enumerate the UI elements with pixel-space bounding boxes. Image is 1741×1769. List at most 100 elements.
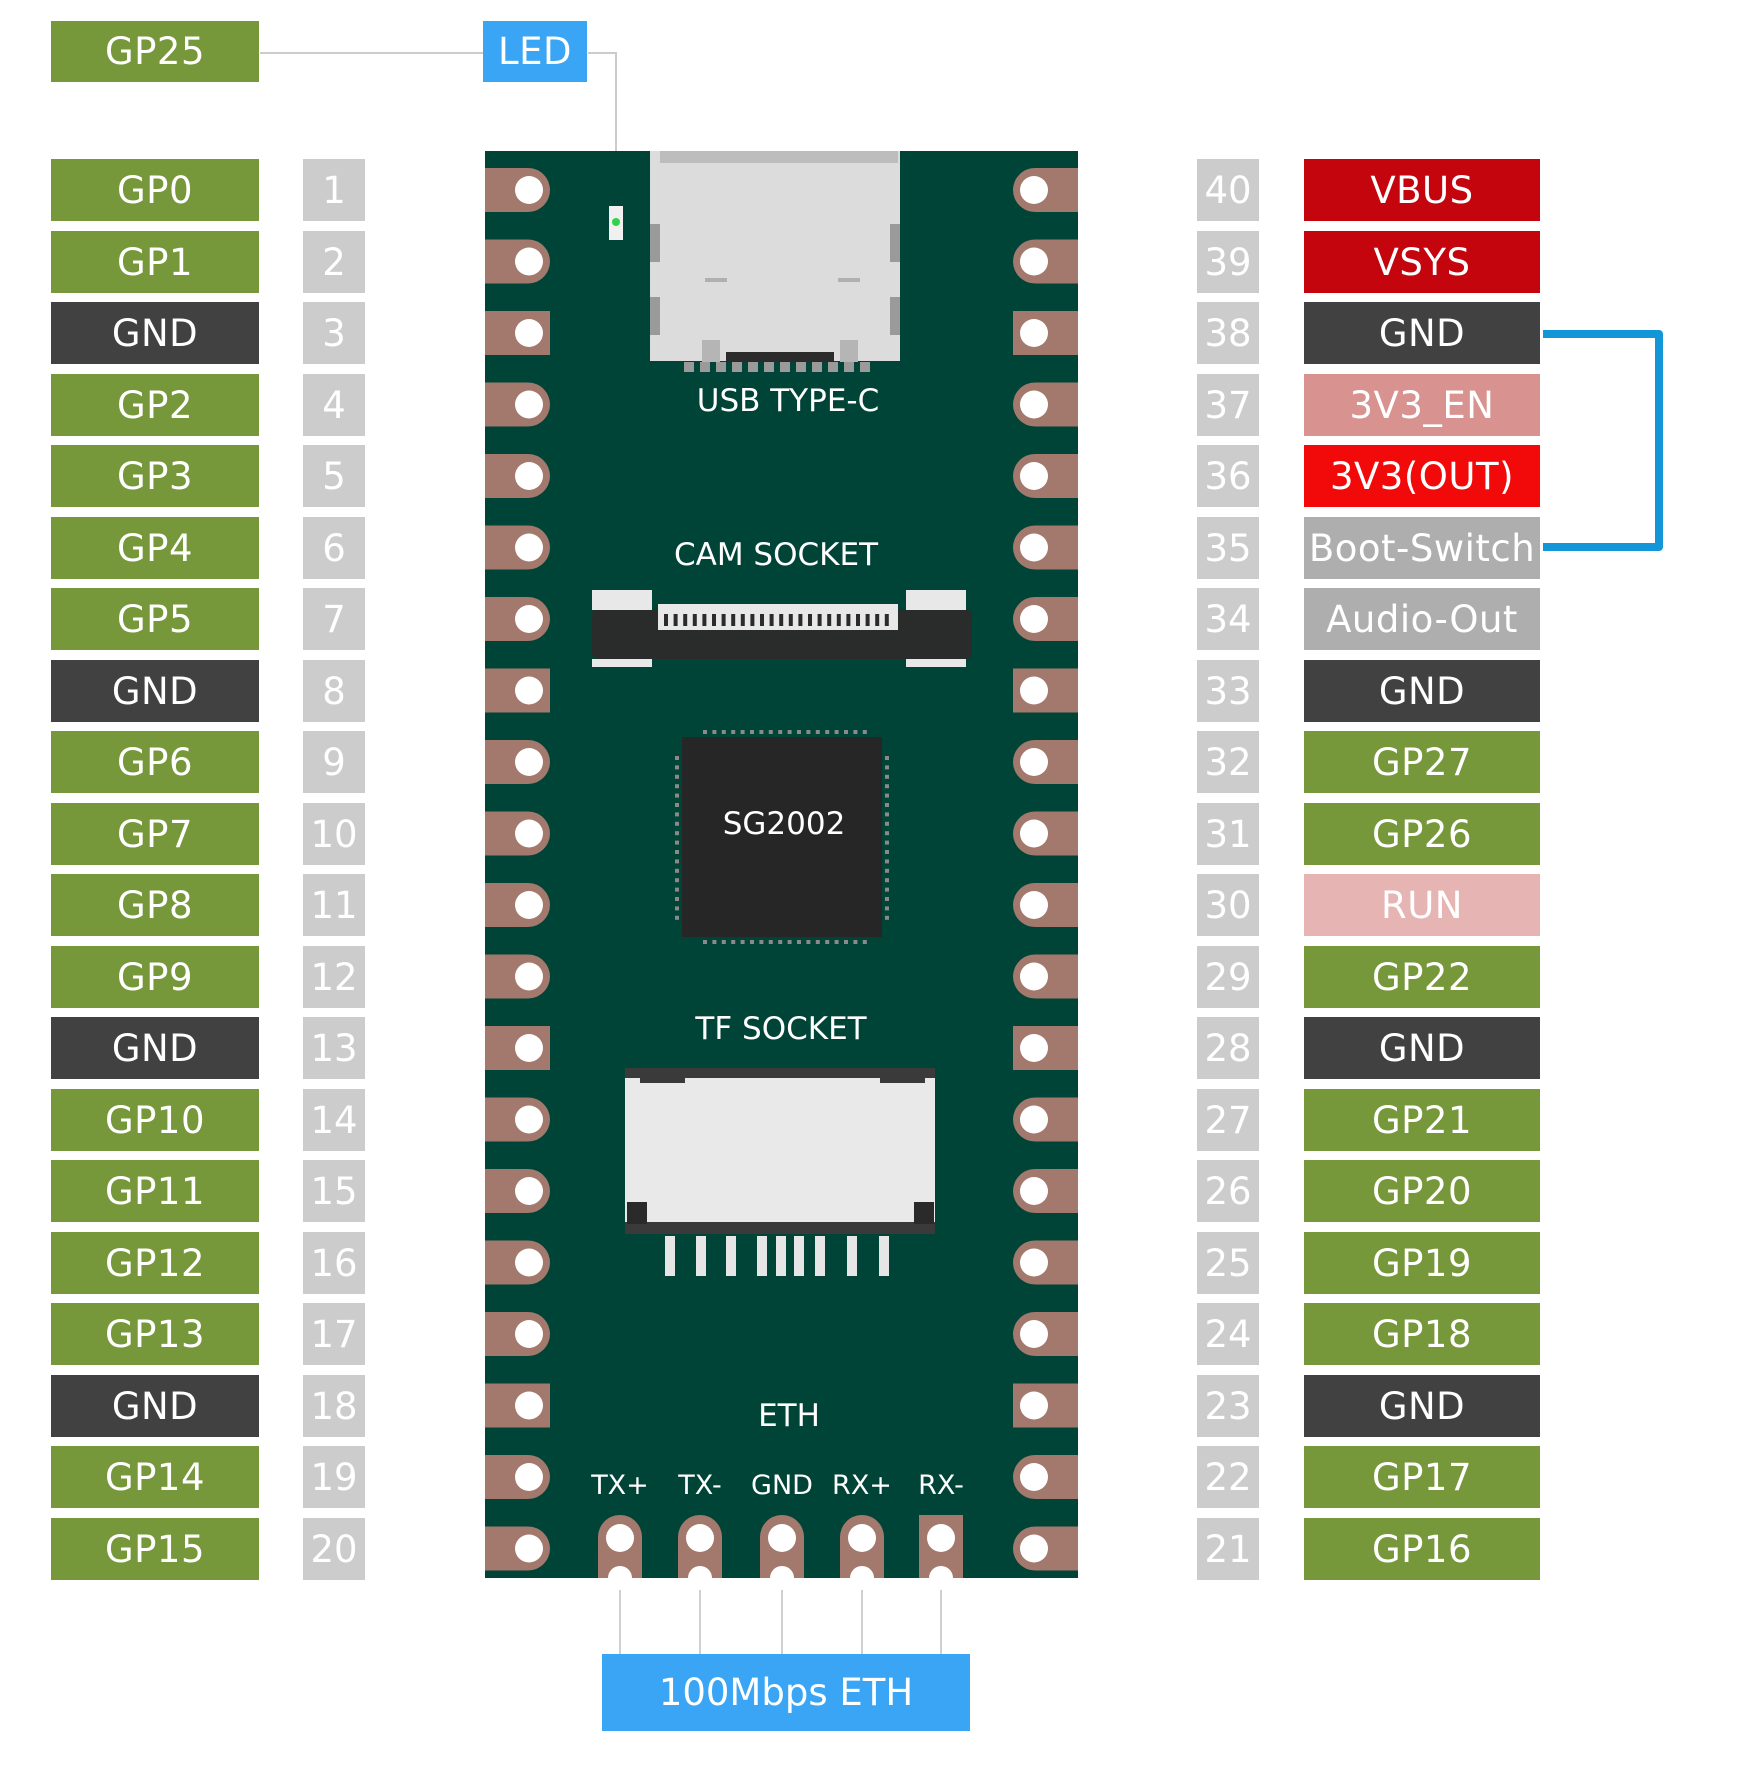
- chip-pin: [675, 868, 679, 873]
- pin-number-40: 40: [1197, 159, 1259, 221]
- pin-label-gnd: GND: [51, 660, 259, 722]
- tf-pin: [847, 1236, 857, 1276]
- pin-number-19: 19: [303, 1446, 365, 1508]
- cam-pin: [788, 614, 793, 626]
- pad-hole: [1020, 1463, 1048, 1491]
- pad-hole: [1020, 462, 1048, 490]
- chip-pin: [844, 940, 848, 944]
- chip-pin: [778, 940, 783, 944]
- pin-label-gp9: GP9: [51, 946, 259, 1008]
- pin-number-33: 33: [1197, 660, 1259, 722]
- pad-hole: [1020, 390, 1048, 419]
- pad-hole: [1020, 533, 1048, 562]
- chip-pin: [885, 821, 889, 826]
- chip-pin: [675, 850, 679, 854]
- pin-label-gp5: GP5: [51, 588, 259, 650]
- cam-pin: [750, 614, 755, 626]
- chip-pin: [862, 940, 867, 944]
- chip-pin: [806, 940, 811, 944]
- pad-hole: [515, 819, 543, 848]
- pin-label-gnd: GND: [1304, 1017, 1540, 1079]
- led-gpio-label: GP25: [51, 21, 259, 82]
- cam-pin: [865, 614, 870, 626]
- chip-pin: [768, 730, 773, 734]
- eth-label: ETH: [758, 1398, 820, 1434]
- chip-pin: [675, 859, 679, 864]
- pad-hole: [515, 962, 543, 991]
- pad-hole: [1020, 247, 1048, 276]
- chip-pin: [675, 878, 679, 883]
- pin-label-gp4: GP4: [51, 517, 259, 579]
- usb-pin: [780, 362, 790, 372]
- pin-number-26: 26: [1197, 1160, 1259, 1222]
- pin-label-run: RUN: [1304, 874, 1540, 936]
- pad-hole: [1020, 1248, 1048, 1277]
- cam-pin: [731, 614, 736, 626]
- chip-pin: [675, 803, 679, 807]
- pin-label-gp15: GP15: [51, 1518, 259, 1580]
- pad-hole: [515, 176, 543, 204]
- eth-pads: [598, 1515, 963, 1654]
- camera-socket: [592, 590, 972, 667]
- pin-number-23: 23: [1197, 1375, 1259, 1437]
- usb-pin: [684, 362, 694, 372]
- eth-pad-hole-lower: [608, 1566, 632, 1590]
- pin-label-3v3-out-: 3V3(OUT): [1304, 445, 1540, 507]
- chip-pin: [815, 940, 820, 944]
- pad-hole: [515, 1248, 543, 1277]
- cam-pin: [827, 614, 832, 626]
- pin-label-3v3-en: 3V3_EN: [1304, 374, 1540, 436]
- chip-pin: [675, 756, 679, 760]
- chip-pin: [750, 940, 754, 944]
- pin-label-gp8: GP8: [51, 874, 259, 936]
- pad-hole: [515, 390, 543, 419]
- pin-label-audio-out: Audio-Out: [1304, 588, 1540, 650]
- eth-pin-label-rx-plus: RX+: [832, 1470, 892, 1501]
- pad-hole: [515, 676, 543, 705]
- tf-pin: [879, 1236, 889, 1276]
- chip-pin: [853, 730, 858, 734]
- pin-number-9: 9: [303, 731, 365, 793]
- chip-pins: [675, 730, 889, 944]
- eth-pin-label-rx-minus: RX-: [918, 1470, 964, 1501]
- chip-pin: [885, 812, 889, 817]
- tf-pin: [726, 1236, 736, 1276]
- chip-pin: [787, 940, 792, 944]
- chip-pin: [759, 730, 764, 734]
- pad-hole: [1020, 1391, 1048, 1420]
- eth-pin-label-tx-minus: TX-: [678, 1470, 722, 1501]
- usb-pin: [844, 362, 854, 372]
- chip-pin: [721, 940, 726, 944]
- pin-label-boot-switch: Boot-Switch: [1304, 517, 1540, 579]
- pin-number-12: 12: [303, 946, 365, 1008]
- cam-pin: [875, 614, 880, 626]
- pad-hole: [1020, 1177, 1048, 1205]
- pin-number-38: 38: [1197, 302, 1259, 364]
- tf-pin: [665, 1236, 675, 1276]
- pin-label-gp21: GP21: [1304, 1089, 1540, 1151]
- chip-pin: [885, 831, 889, 836]
- pin-label-gp11: GP11: [51, 1160, 259, 1222]
- chip-pin: [825, 940, 830, 944]
- pin-number-28: 28: [1197, 1017, 1259, 1079]
- tf-socket: [625, 1068, 935, 1276]
- pin-number-10: 10: [303, 803, 365, 865]
- tf-socket-label: TF SOCKET: [695, 1011, 867, 1047]
- chip-pin: [825, 730, 830, 734]
- usb-pin: [748, 362, 758, 372]
- cam-pin: [692, 614, 697, 626]
- cam-pin: [760, 614, 764, 626]
- pad-hole: [515, 891, 543, 919]
- chip-pin: [768, 940, 773, 944]
- eth-pad-hole: [768, 1524, 796, 1552]
- pad-hole: [515, 1034, 543, 1062]
- chip-pin: [675, 765, 679, 770]
- pin-number-39: 39: [1197, 231, 1259, 293]
- cam-pin: [769, 614, 774, 626]
- cam-pin: [856, 614, 860, 626]
- chip-pin: [721, 730, 726, 734]
- ethernet-label: 100Mbps ETH: [602, 1654, 970, 1731]
- pad-hole: [515, 1177, 543, 1205]
